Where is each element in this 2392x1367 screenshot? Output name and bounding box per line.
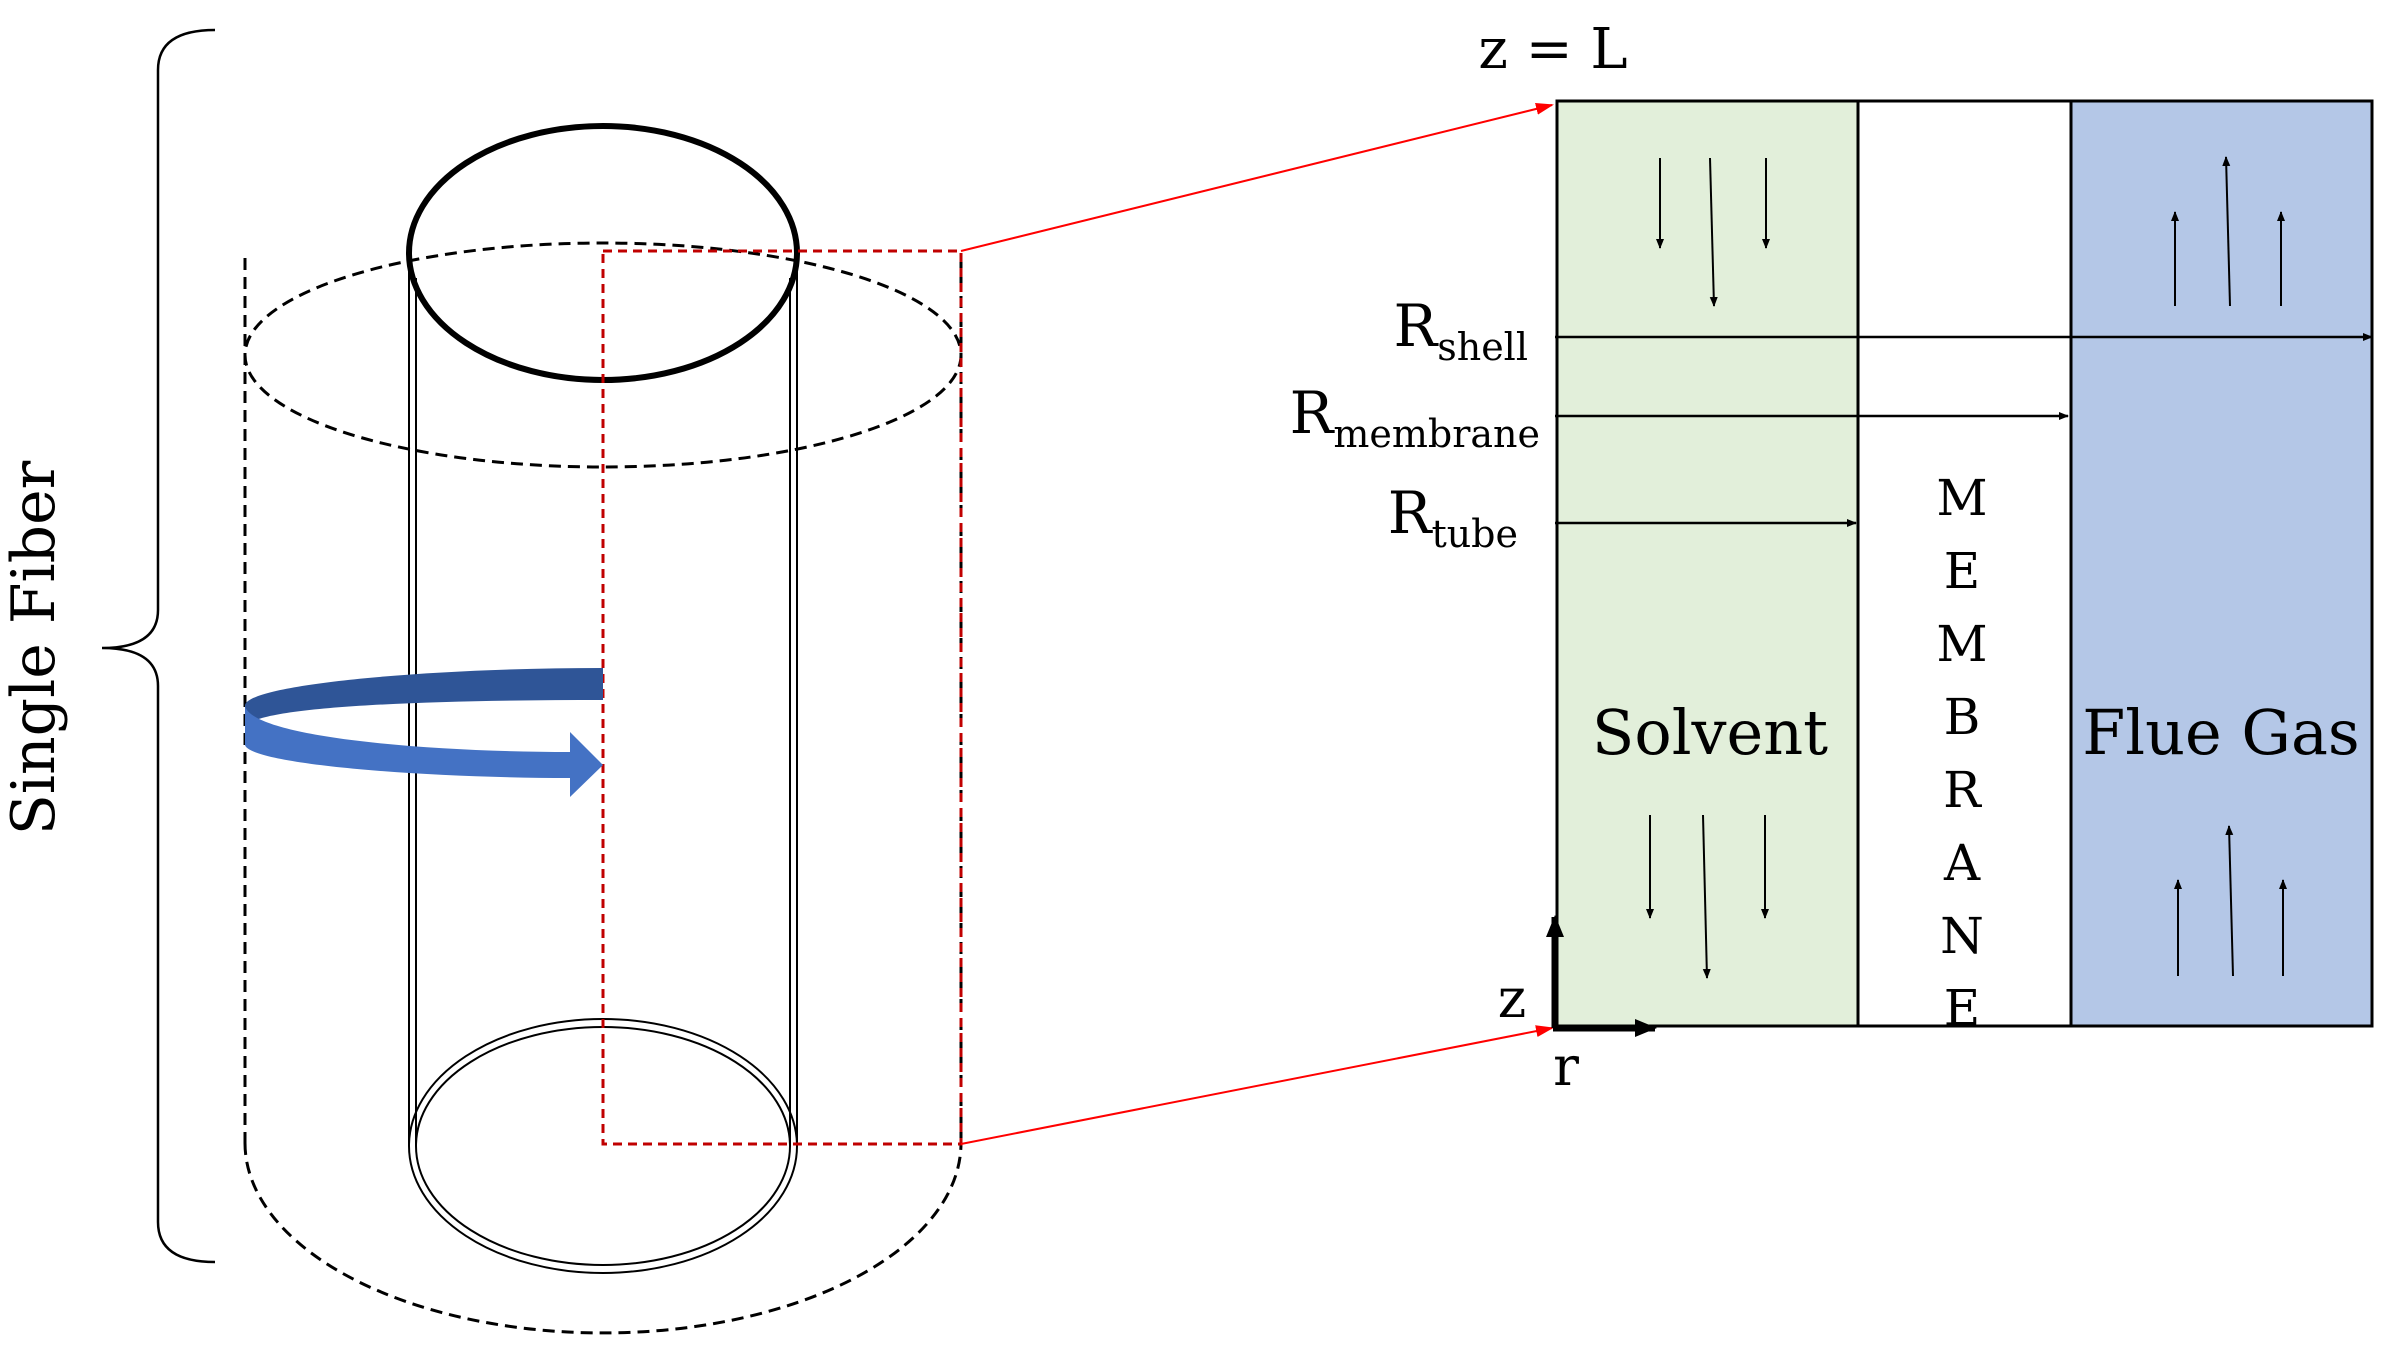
solvent-flow-arrows [1646,157,1770,979]
membrane-letter: A [1943,834,1981,892]
rotation-arrow [245,668,603,797]
solvent-region [1555,99,1860,1028]
r-shell-label: Rshell [1394,292,1528,369]
flue-gas-region [2069,99,2374,1028]
z-equals-L-label: z = L [1478,17,1627,82]
membrane-letter: B [1944,688,1981,746]
single-fiber-brace [101,28,216,1264]
zoom-line-bottom [960,1025,1554,1145]
r-axis-label: r [1553,1035,1579,1098]
membrane-region [1856,99,2073,1028]
tube-bottom-ellipse-inner [415,1026,791,1266]
membrane-letter: M [1936,469,1987,527]
flue-gas-flow-arrows [2171,156,2287,977]
solvent-label: Solvent [1592,696,1828,769]
r-tube-label: Rtube [1388,479,1518,556]
r-membrane-label: Rmembrane [1290,379,1540,456]
fiber-cylinder [243,123,963,1335]
membrane-label: M E M B R A N E [1936,469,1987,1037]
membrane-letter: E [1944,542,1981,600]
shell-bottom-arc [243,1142,963,1335]
membrane-letter: N [1940,907,1984,965]
flue-gas-label: Flue Gas [2082,696,2360,769]
zoom-line-top [960,103,1554,252]
tube-top-ellipse [406,123,800,383]
membrane-letter: M [1936,615,1987,673]
cross-section-box [601,249,963,1146]
single-fiber-label: Single Fiber [0,460,69,835]
membrane-letter: E [1944,979,1981,1037]
z-axis-label: z [1498,967,1526,1030]
membrane-letter: R [1943,761,1982,819]
